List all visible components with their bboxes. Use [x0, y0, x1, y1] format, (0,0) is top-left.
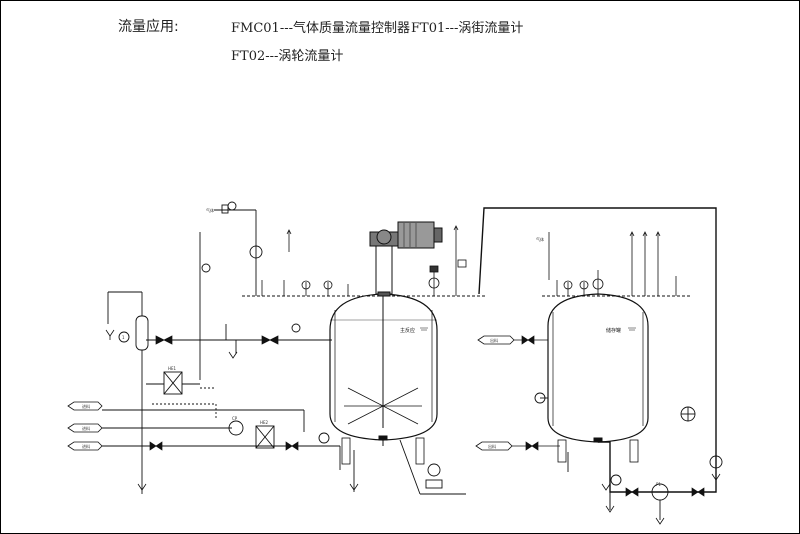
left-piping [102, 201, 341, 494]
valve-glyphs [149, 335, 705, 497]
transfer-line [478, 207, 717, 493]
storage-tank [547, 293, 649, 463]
feed-tag-3: 进料 [82, 443, 90, 449]
feed-inlet-tags [67, 401, 103, 451]
reactor-header-instruments [261, 225, 467, 296]
feed-tag-1: 进料 [82, 403, 90, 409]
gas-label-left: 气体 [206, 207, 214, 213]
reactor-drain [353, 439, 466, 495]
gas-label-right: 气体 [536, 236, 544, 242]
legend-ft01: FT01---涡街流量计 [411, 21, 524, 36]
feed-tag-2: 进料 [82, 425, 90, 431]
hx2-label: HE2 [260, 420, 269, 425]
mixer-label: 1 [122, 335, 125, 340]
outlet-tags [475, 335, 560, 451]
reactor-label: 主反应 [400, 327, 415, 334]
storage-label: 储存罐 [606, 327, 621, 334]
reactor-tank [329, 293, 438, 465]
agitator-motor [369, 221, 443, 297]
vent-symbols [105, 329, 721, 525]
legend-ft02: FT02---涡轮流量计 [231, 49, 344, 64]
outlet-tag-1: 出料 [490, 337, 498, 343]
storage-pump-loop [534, 392, 723, 520]
legend-title: 流量应用: [118, 19, 179, 35]
legend-fmc01: FMC01---气体质量流量控制器 [231, 21, 410, 36]
outlet-tag-2: 出料 [488, 443, 496, 449]
pump-p1-label: P1 [656, 482, 661, 487]
storage-header-instruments [548, 231, 677, 296]
pump-cp-label: CP [232, 416, 238, 421]
hx1-label: HE1 [168, 366, 177, 371]
